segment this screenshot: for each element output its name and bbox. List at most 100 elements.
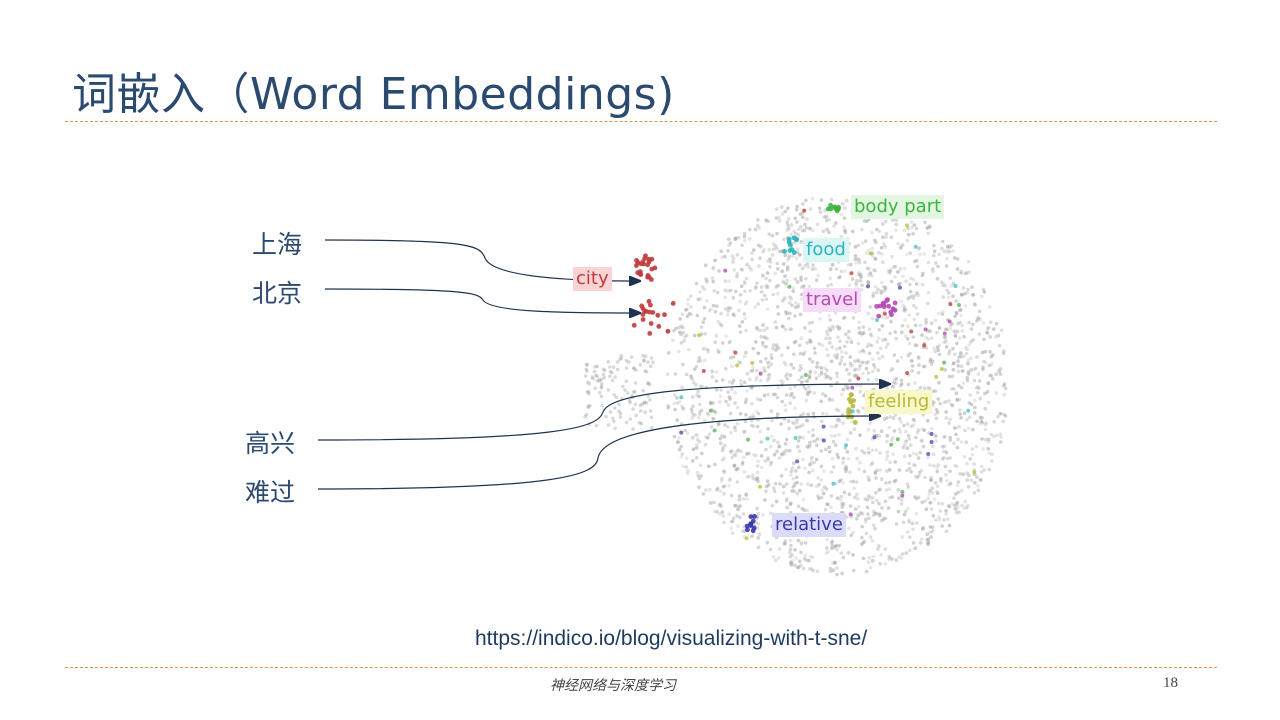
embedding-point	[602, 375, 606, 380]
embedding-point	[728, 397, 732, 401]
embedding-point	[961, 472, 966, 477]
embedding-point	[924, 507, 929, 512]
embedding-point	[834, 543, 838, 548]
embedding-point	[777, 456, 782, 460]
embedding-point	[637, 420, 642, 425]
embedding-point	[639, 421, 644, 426]
embedding-point	[898, 430, 903, 434]
embedding-point	[704, 279, 709, 284]
embedding-point	[728, 411, 733, 416]
embedding-point	[942, 249, 947, 254]
embedding-point	[631, 390, 636, 394]
embedding-point	[723, 307, 728, 311]
embedding-point	[625, 391, 630, 395]
embedding-point	[610, 370, 614, 375]
embedding-point	[934, 261, 938, 265]
embedding-point	[932, 243, 936, 248]
embedding-point	[709, 307, 714, 311]
embedding-point	[784, 374, 788, 378]
embedding-point	[672, 401, 676, 406]
embedding-point	[745, 300, 749, 304]
embedding-point	[858, 433, 862, 437]
embedding-point	[945, 250, 950, 254]
embedding-point	[684, 465, 689, 469]
embedding-point	[756, 479, 760, 484]
embedding-point	[779, 422, 783, 426]
embedding-point	[947, 523, 952, 528]
embedding-point	[755, 477, 759, 482]
embedding-point	[948, 323, 953, 328]
embedding-point	[599, 384, 604, 389]
embedding-point	[891, 384, 895, 389]
embedding-point	[964, 440, 968, 445]
embedding-point	[858, 383, 863, 388]
embedding-point	[873, 284, 878, 289]
embedding-point	[791, 476, 796, 481]
embedding-point	[942, 456, 946, 460]
embedding-point	[712, 288, 716, 293]
embedding-point	[944, 508, 948, 513]
embedding-point	[948, 302, 953, 307]
embedding-point	[956, 359, 960, 364]
embedding-point	[764, 489, 768, 494]
source-link[interactable]: https://indico.io/blog/visualizing-with-…	[475, 627, 868, 650]
embedding-point	[929, 362, 934, 366]
embedding-point	[894, 558, 899, 562]
embedding-point	[835, 454, 840, 459]
embedding-point	[702, 316, 707, 321]
embedding-point	[729, 493, 734, 498]
embedding-point	[594, 373, 598, 378]
embedding-point	[942, 435, 947, 439]
embedding-point	[612, 393, 617, 397]
embedding-point	[934, 518, 938, 522]
travel-point	[884, 298, 890, 303]
embedding-point	[877, 434, 881, 438]
embedding-point	[908, 251, 913, 255]
embedding-point	[838, 339, 842, 344]
embedding-point	[871, 554, 876, 559]
embedding-point	[934, 434, 938, 438]
embedding-point	[864, 360, 869, 365]
embedding-point	[870, 538, 875, 543]
embedding-point	[730, 449, 734, 454]
embedding-point	[880, 252, 884, 256]
embedding-point	[689, 407, 694, 412]
embedding-point	[689, 374, 693, 378]
embedding-point	[844, 469, 848, 474]
embedding-point	[872, 362, 876, 367]
embedding-point	[915, 343, 919, 348]
embedding-point	[860, 331, 865, 336]
embedding-point	[929, 432, 934, 436]
embedding-point	[799, 563, 803, 568]
embedding-point	[988, 349, 992, 354]
embedding-point	[692, 333, 697, 338]
embedding-point	[771, 247, 776, 252]
embedding-point	[785, 377, 790, 381]
embedding-point	[798, 488, 802, 493]
embedding-point	[854, 261, 858, 265]
embedding-point	[886, 506, 891, 510]
embedding-point	[728, 477, 732, 481]
embedding-point	[889, 442, 894, 447]
embedding-point	[889, 235, 894, 240]
embedding-point	[877, 251, 881, 255]
embedding-point	[753, 305, 758, 309]
embedding-point	[929, 535, 933, 539]
embedding-point	[702, 347, 706, 351]
embedding-point	[944, 512, 948, 516]
embedding-point	[628, 417, 633, 421]
embedding-point	[754, 375, 759, 380]
embedding-point	[758, 328, 763, 333]
embedding-point	[876, 287, 880, 292]
embedding-point	[782, 237, 786, 242]
embedding-point	[855, 456, 859, 461]
embedding-point	[896, 509, 901, 514]
embedding-point	[810, 555, 815, 560]
embedding-point	[926, 337, 930, 342]
embedding-point	[717, 269, 721, 273]
embedding-point	[894, 218, 898, 222]
embedding-point	[606, 423, 611, 427]
embedding-point	[619, 356, 624, 361]
embedding-point	[966, 408, 971, 413]
embedding-point	[720, 479, 724, 483]
